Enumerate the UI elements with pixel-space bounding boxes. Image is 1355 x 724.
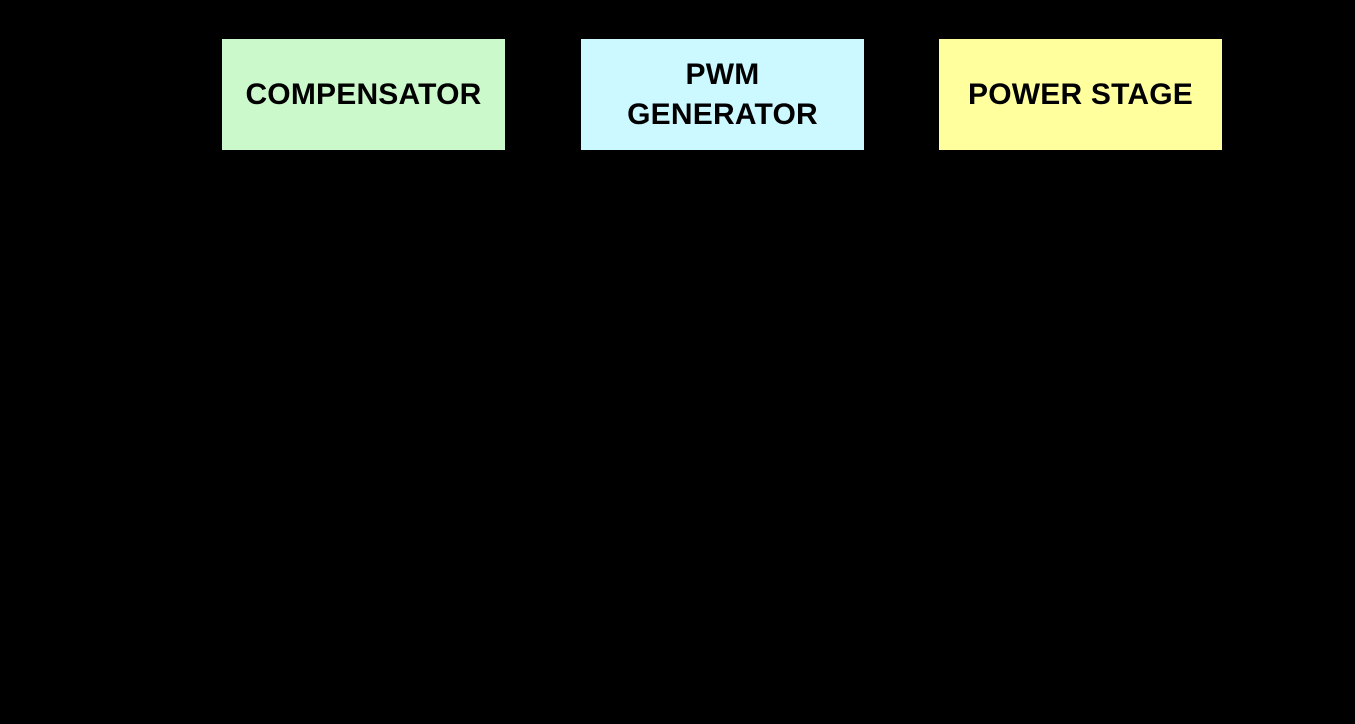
- block-pwm-generator-label-line-1: PWM: [685, 57, 760, 91]
- block-compensator[interactable]: COMPENSATOR: [222, 39, 505, 150]
- block-compensator-label-line-1: COMPENSATOR: [245, 77, 482, 111]
- block-power-stage-label-line-1: POWER STAGE: [968, 77, 1193, 111]
- block-pwm-generator-label-line-2: GENERATOR: [627, 97, 818, 131]
- block-pwm-generator[interactable]: PWM GENERATOR: [581, 39, 864, 150]
- block-power-stage[interactable]: POWER STAGE: [939, 39, 1222, 150]
